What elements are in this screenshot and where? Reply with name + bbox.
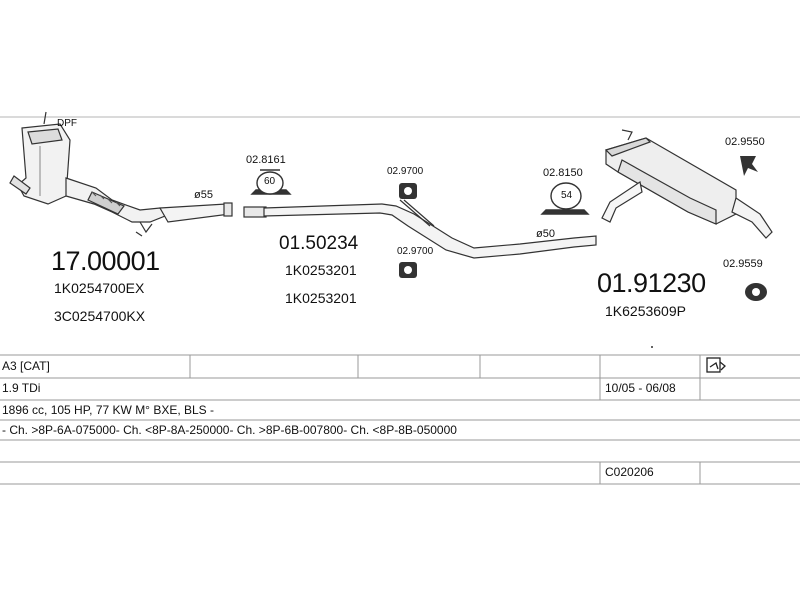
engine-cell: 1.9 TDi xyxy=(2,381,41,395)
rear-silencer-part xyxy=(601,129,773,239)
middle-ref-2: 1K0253201 xyxy=(285,290,357,306)
dpf-tag: DPF xyxy=(57,118,77,129)
chassis-cell: - Ch. >8P-6A-075000- Ch. <8P-8A-250000- … xyxy=(2,423,457,437)
dpf-ref-1: 1K0254700EX xyxy=(54,280,145,296)
dates-cell: 10/05 - 06/08 xyxy=(605,381,676,395)
code-cell: C020206 xyxy=(605,465,654,479)
rear-ref-1: 1K6253609P xyxy=(605,303,686,319)
document-icon xyxy=(706,357,726,373)
dpf-part-number: 17.00001 xyxy=(51,246,160,276)
hanger-icon-2 xyxy=(399,262,417,278)
specs-cell: 1896 cc, 105 HP, 77 KW M° BXE, BLS - xyxy=(2,403,215,417)
mount-ring-60 xyxy=(250,169,292,195)
hanger-2-number: 02.9700 xyxy=(397,246,434,257)
hanger-3-number: 02.9550 xyxy=(725,136,765,148)
mount-b-number: 02.8150 xyxy=(543,167,583,179)
middle-part-number: 01.50234 xyxy=(279,233,359,254)
dpf-part xyxy=(9,111,233,237)
middle-ref-1: 1K0253201 xyxy=(285,262,357,278)
model-cell: A3 [CAT] xyxy=(2,359,50,373)
hanger-1-number: 02.9700 xyxy=(387,166,424,177)
mount-ring-54 xyxy=(540,182,590,215)
rear-part-number: 01.91230 xyxy=(597,268,706,298)
hanger-icon-3 xyxy=(740,156,758,176)
hanger-icon-1 xyxy=(399,183,417,199)
rear-pipe-size: ø50 xyxy=(536,228,555,240)
dpf-ref-2: 3C0254700KX xyxy=(54,308,146,324)
mount-b-inner: 54 xyxy=(561,190,573,201)
mount-a-inner: 60 xyxy=(264,176,276,187)
hanger-4-number: 02.9559 xyxy=(723,258,763,270)
front-pipe-size: ø55 xyxy=(194,189,213,201)
middle-pipe-part xyxy=(243,199,597,259)
hanger-icon-4 xyxy=(745,283,767,301)
mount-a-number: 02.8161 xyxy=(246,154,286,166)
